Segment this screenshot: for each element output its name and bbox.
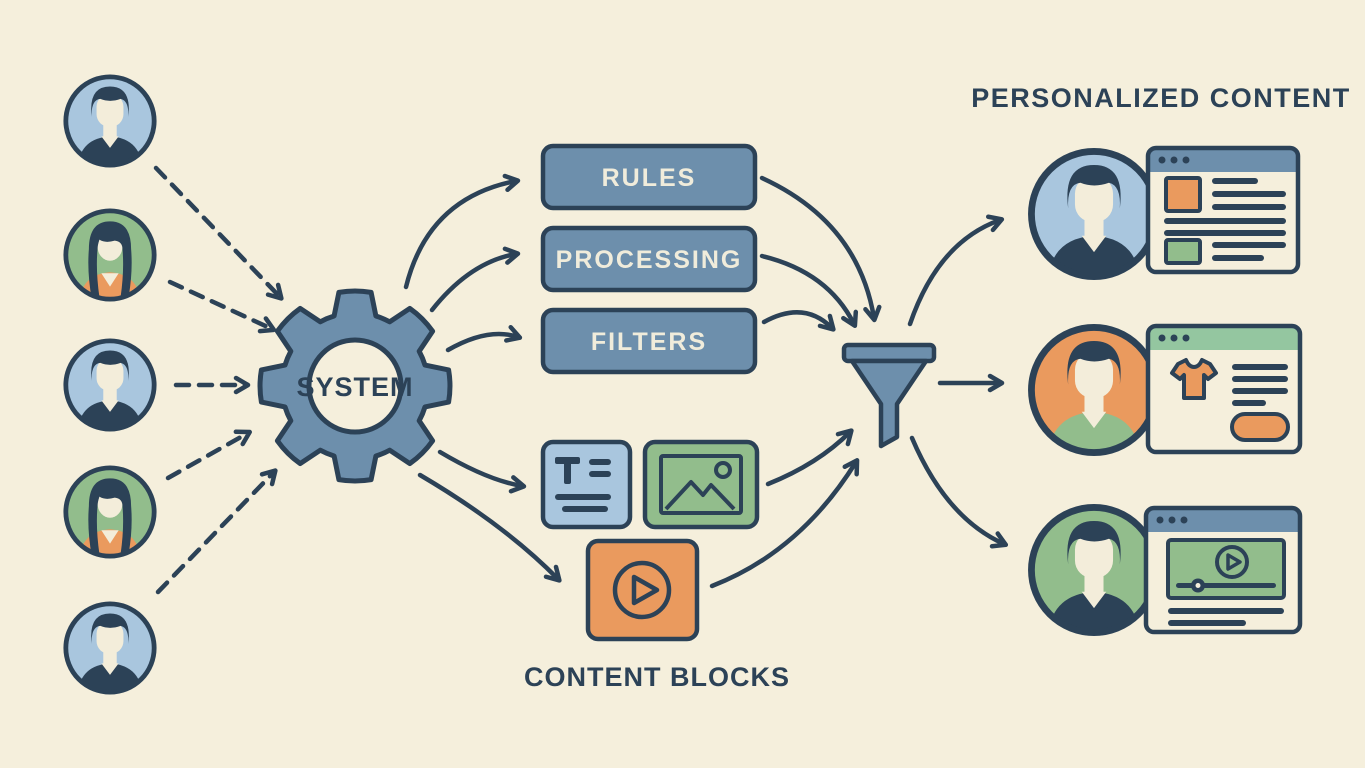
- content-blocks-label: CONTENT BLOCKS: [524, 662, 790, 692]
- curved-arrow: [907, 214, 1005, 327]
- curved-arrow: [759, 253, 859, 329]
- curved-arrow: [759, 175, 882, 323]
- user-avatar-icon: [66, 604, 154, 696]
- rules-box: [540, 143, 758, 211]
- curved-arrow: [765, 428, 854, 487]
- browser-window-icon: [1143, 505, 1303, 635]
- user-avatar-icon: [1031, 327, 1156, 458]
- user-avatar-icon: [66, 341, 154, 433]
- output-card-article: [1031, 145, 1301, 282]
- system-label: SYSTEM: [296, 372, 413, 402]
- inputs-to-funnel-arrows: [709, 175, 882, 589]
- window-dots-icon: [1156, 516, 1188, 524]
- text-lines: [1232, 364, 1288, 406]
- thumbnail-orange: [1164, 176, 1202, 213]
- rules-label: RULES: [602, 164, 697, 192]
- funnel-body: [849, 358, 929, 449]
- page-title: PERSONALIZED CONTENT: [971, 83, 1351, 113]
- user-avatar-icon: [1031, 151, 1156, 282]
- dashed-arrow: [155, 468, 278, 595]
- user-avatar-icon: [1031, 507, 1156, 638]
- image-block-icon: [659, 454, 743, 515]
- video-content-block: [585, 538, 700, 642]
- system-to-content-arrows: [417, 449, 562, 583]
- curved-arrow: [761, 310, 836, 332]
- dashed-arrow: [153, 165, 284, 301]
- browser-window-icon: [1145, 145, 1301, 275]
- window-dots-icon: [1158, 334, 1190, 342]
- user-avatar-icon: [66, 468, 154, 560]
- funnel-icon: [841, 342, 937, 364]
- filters-box: [540, 307, 758, 375]
- video-block-icon: [612, 560, 672, 620]
- user-to-system-arrows: [153, 165, 284, 595]
- system-gear: SYSTEM: [257, 288, 453, 484]
- text-content-block: [540, 439, 633, 530]
- curved-arrow: [709, 458, 860, 589]
- thumbnail-green: [1164, 238, 1202, 265]
- curved-arrow: [909, 435, 1009, 549]
- content-blocks: CONTENT BLOCKS: [524, 439, 790, 692]
- users-column: [66, 77, 154, 696]
- gear-center: [306, 337, 404, 435]
- funnel-to-output-arrows: [907, 214, 1009, 549]
- buy-button-pill: [1230, 412, 1290, 442]
- funnel: [841, 342, 937, 449]
- tshirt-icon: [1170, 358, 1218, 400]
- window-dots-icon: [1158, 156, 1190, 164]
- image-content-block: [642, 439, 760, 530]
- filters-label: FILTERS: [591, 328, 707, 356]
- dashed-arrow: [167, 279, 277, 334]
- curved-arrow: [437, 449, 527, 494]
- play-icon: [1215, 545, 1249, 579]
- curved-arrow: [445, 324, 523, 353]
- curved-arrow: [417, 472, 562, 583]
- text-block-icon: [555, 457, 611, 512]
- processing-box: [540, 225, 758, 293]
- dashed-arrow: [165, 429, 252, 481]
- user-avatar-icon: [66, 77, 154, 169]
- processing-label: PROCESSING: [556, 246, 743, 274]
- text-lines: [1164, 178, 1286, 261]
- browser-window-icon: [1145, 323, 1303, 455]
- progress-bar: [1176, 578, 1276, 593]
- curved-arrow: [403, 173, 521, 290]
- pipeline-boxes: RULES PROCESSING FILTERS: [540, 143, 758, 375]
- curved-arrow: [429, 246, 521, 313]
- system-to-boxes-arrows: [403, 173, 523, 353]
- output-card-video: [1031, 505, 1303, 638]
- output-card-product: [1031, 323, 1303, 458]
- user-avatar-icon: [66, 211, 154, 303]
- text-lines: [1168, 608, 1284, 626]
